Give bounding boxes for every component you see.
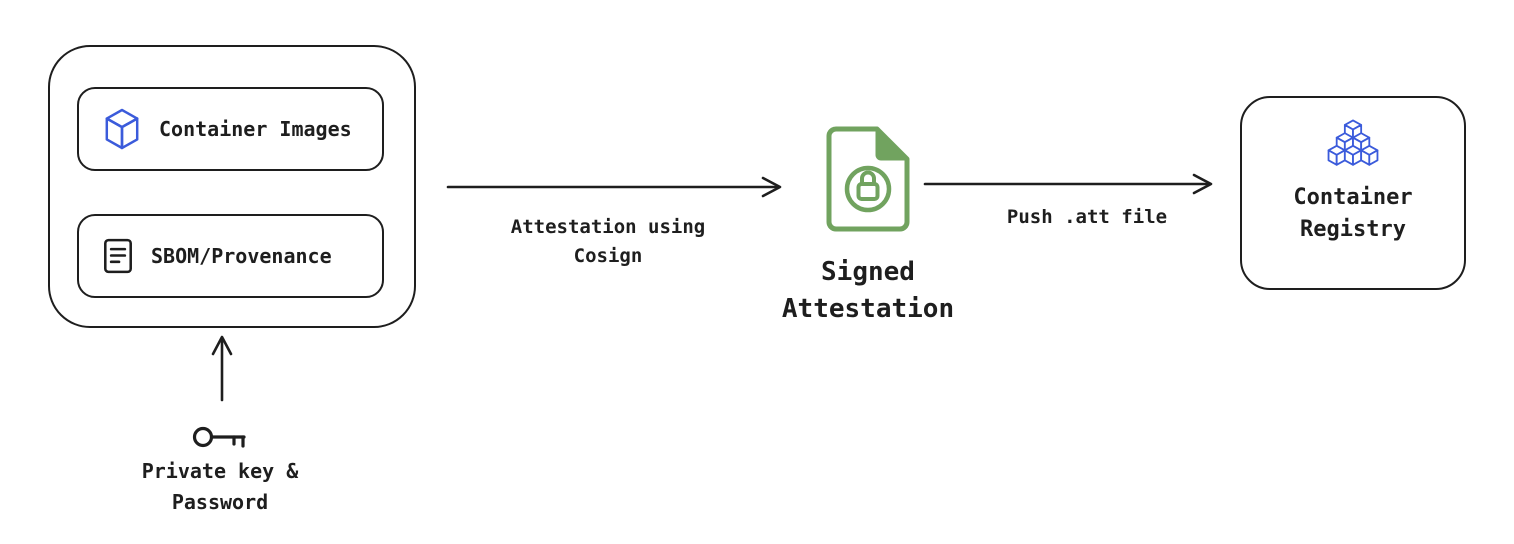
- container-registry-label: Container Registry: [1293, 185, 1413, 242]
- sbom-node: SBOM/Provenance: [77, 214, 384, 298]
- file-lock-icon: [826, 126, 910, 232]
- attestation-arrow: [446, 176, 782, 198]
- push-arrow: [923, 173, 1213, 195]
- document-icon: [104, 238, 132, 274]
- source-group-box: Container Images SBOM/Provenance: [48, 45, 416, 328]
- private-key-arrow: [211, 335, 233, 402]
- cubes-stack-icon: [1327, 119, 1379, 166]
- sbom-label: SBOM/Provenance: [151, 244, 332, 268]
- container-images-label: Container Images: [159, 117, 352, 141]
- signed-attestation-label: Signed Attestation: [781, 257, 955, 324]
- key-icon: [192, 426, 246, 448]
- container-registry-node: Container Registry: [1240, 96, 1466, 290]
- attestation-arrow-label: Attestation using Cosign: [510, 216, 706, 267]
- container-images-node: Container Images: [77, 87, 384, 171]
- private-key-label: Private key & Password: [141, 459, 299, 514]
- cube-icon: [105, 108, 139, 150]
- push-arrow-label: Push .att file: [1006, 206, 1168, 228]
